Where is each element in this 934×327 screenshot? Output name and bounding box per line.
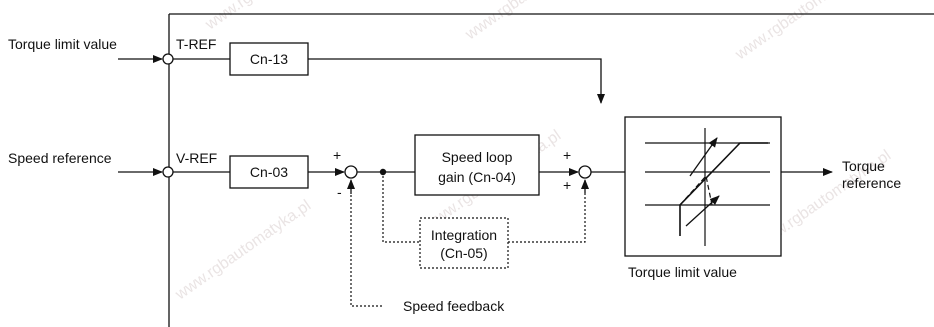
integration-block: Integration (Cn-05) <box>419 217 509 269</box>
speed-loop-gain-label-line1: Speed loop <box>442 149 513 165</box>
cn-13-label: Cn-13 <box>250 51 288 67</box>
cn-13-block: Cn-13 <box>229 42 309 76</box>
integration-label-line2: (Cn-05) <box>440 245 487 261</box>
integration-input-line <box>382 172 420 243</box>
speed-feedback-line <box>350 193 382 307</box>
speed-loop-gain-label-line2: gain (Cn-04) <box>438 169 516 185</box>
input-label-speed-reference: Speed reference <box>8 150 112 166</box>
speed-loop-gain-block: Speed loop gain (Cn-04) <box>414 134 540 196</box>
sum1-plus-sign: + <box>333 147 341 163</box>
watermark-text: www.rgbautomatyka.pl <box>172 197 314 304</box>
sum2-plus-sign-bottom: + <box>563 177 571 193</box>
watermark-text: www.rgbautomatyka.pl <box>462 0 604 44</box>
torque-limit-path <box>308 58 602 89</box>
cn-03-block: Cn-03 <box>229 155 309 189</box>
torque-reference-label-line2: reference <box>842 175 901 191</box>
v-ref-label: V-REF <box>176 150 217 166</box>
integration-label-line1: Integration <box>431 227 497 243</box>
t-ref-label: T-REF <box>176 36 216 52</box>
torque-limit-value-caption: Torque limit value <box>628 264 737 280</box>
speed-feedback-label: Speed feedback <box>403 298 505 314</box>
torque-limiter-block <box>624 116 782 257</box>
torque-reference-label-line1: Torque <box>842 158 885 174</box>
sum2-plus-sign-top: + <box>563 147 571 163</box>
input-label-torque-limit: Torque limit value <box>8 36 117 52</box>
t-ref-terminal <box>162 53 174 65</box>
v-ref-terminal <box>162 166 174 178</box>
watermark-text: www.rgbautomatyka.pl <box>732 0 874 64</box>
sum1-minus-sign: - <box>337 184 342 200</box>
summing-junction-1 <box>344 165 358 179</box>
summing-junction-2 <box>578 165 592 179</box>
watermark-text: www.rgbautomatyka.pl <box>202 0 344 34</box>
integration-output-line <box>508 192 586 243</box>
cn-03-label: Cn-03 <box>250 164 288 180</box>
